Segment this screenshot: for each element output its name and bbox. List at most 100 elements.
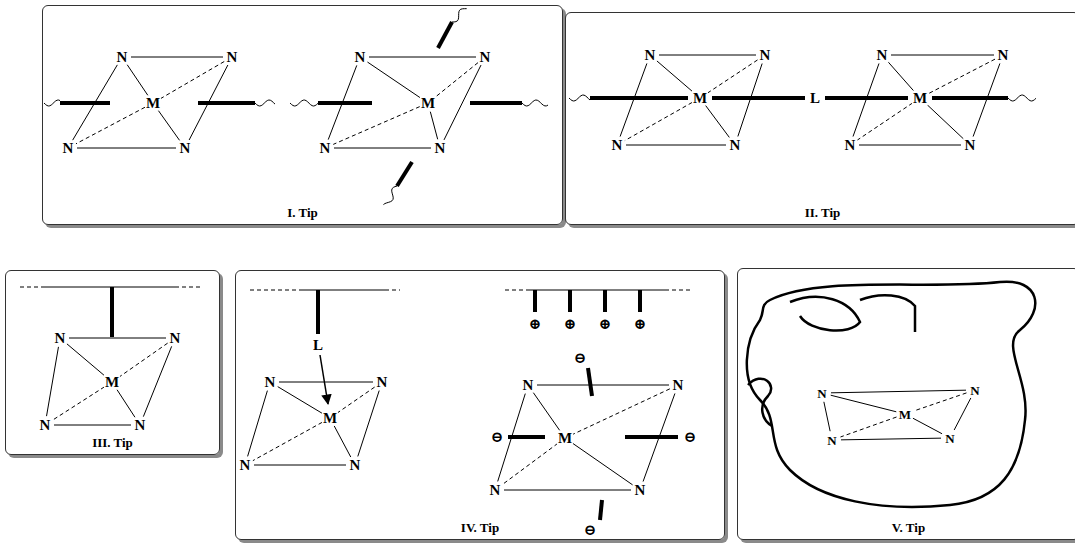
- atom-label: N: [997, 48, 1010, 63]
- coordination-bond: [840, 417, 896, 437]
- ring-edge: [659, 55, 756, 56]
- coordination-bond: [333, 107, 420, 145]
- ring-edge: [117, 390, 135, 418]
- atom-label: M: [322, 411, 338, 426]
- atom-label: N: [134, 418, 147, 433]
- atom-label: N: [479, 50, 492, 65]
- atom-label: N: [354, 50, 367, 65]
- ring-edge: [254, 465, 346, 466]
- atom-label: N: [54, 331, 67, 346]
- polymer-chain: [438, 22, 452, 48]
- atom-label: ⊕: [598, 317, 613, 332]
- atom-label: N: [522, 378, 535, 393]
- atom-label: N: [489, 483, 502, 498]
- atom-label: L: [809, 91, 821, 106]
- ring-edge: [954, 398, 971, 430]
- atom-label: N: [319, 141, 332, 156]
- polymer-matrix: [748, 379, 772, 426]
- ring-edge: [131, 57, 223, 58]
- panel-title: II. Tip: [566, 206, 1075, 220]
- atom-label: M: [912, 91, 928, 106]
- ring-edge: [334, 148, 431, 149]
- type-panel: II. Tip: [565, 12, 1075, 225]
- coordination-bond: [76, 107, 145, 144]
- ring-edge: [77, 148, 176, 149]
- atom-label: N: [944, 432, 955, 445]
- panel-title: V. Tip: [738, 521, 1075, 535]
- polymer-backbone: [250, 290, 300, 291]
- polymer-backbone: [530, 290, 665, 291]
- atom-label: N: [634, 483, 647, 498]
- atom-label: ⊖: [683, 430, 698, 445]
- atom-label: N: [179, 141, 192, 156]
- atom-label: M: [898, 408, 912, 421]
- ring-edge: [824, 402, 830, 431]
- coordination-bond: [337, 387, 374, 413]
- ring-edge: [831, 395, 897, 412]
- polymer-chain: [825, 96, 908, 100]
- polymer-matrix: [860, 295, 915, 332]
- atom-label: ⊕: [633, 317, 648, 332]
- atom-label: ⊖: [573, 351, 588, 366]
- panel-title: III. Tip: [6, 436, 219, 450]
- wavy-chain: [522, 100, 548, 106]
- atom-label: M: [420, 96, 436, 111]
- polymer-backbone: [175, 287, 200, 288]
- atom-label: M: [145, 96, 161, 111]
- polymer-backbone: [505, 290, 530, 291]
- coordination-bond: [502, 443, 558, 484]
- polymer-matrix: [790, 297, 860, 331]
- ring-edge: [369, 57, 476, 58]
- polymer-backbone: [20, 287, 45, 288]
- atom-label: N: [759, 48, 772, 63]
- atom-label: N: [39, 418, 52, 433]
- cation-site: [638, 290, 642, 312]
- anion-arm: [600, 500, 602, 520]
- ring-edge: [657, 61, 693, 92]
- coordination-bond: [573, 389, 670, 434]
- cation-site: [533, 290, 537, 312]
- coordination-bond: [625, 102, 692, 140]
- atom-label: N: [729, 138, 742, 153]
- wavy-chain: [383, 186, 397, 205]
- ring-edge: [913, 418, 942, 434]
- type-panel: IV. Tip: [235, 270, 725, 540]
- polymer-matrix: [747, 282, 1035, 507]
- atom-label: ⊖: [490, 430, 505, 445]
- atom-label: N: [169, 331, 182, 346]
- pendant-chain: [316, 290, 320, 334]
- type-panel: III. Tip: [5, 270, 220, 455]
- ring-edge: [47, 347, 59, 416]
- cation-site: [568, 290, 572, 312]
- ring-edge: [54, 425, 131, 426]
- pendant-chain: [110, 287, 114, 337]
- wavy-chain: [255, 100, 275, 106]
- polymer-chain: [318, 101, 372, 105]
- ring-edge: [504, 490, 631, 491]
- coordination-bond: [435, 63, 478, 98]
- type-panel: V. Tip: [737, 268, 1075, 540]
- atom-label: N: [964, 138, 977, 153]
- ring-edge: [127, 64, 148, 95]
- atom-label: N: [611, 138, 624, 153]
- wavy-chain: [44, 100, 60, 106]
- polymer-chain: [932, 96, 1008, 100]
- atom-label: N: [434, 141, 447, 156]
- panel-title: IV. Tip: [236, 521, 724, 535]
- ring-edge: [67, 344, 105, 376]
- polymer-chain: [397, 162, 412, 186]
- anion-arm: [508, 435, 545, 439]
- ring-edge: [572, 443, 632, 485]
- ring-edge: [334, 426, 351, 457]
- atom-label: M: [557, 431, 573, 446]
- ring-edge: [888, 62, 914, 92]
- ring-edge: [430, 112, 437, 140]
- ring-edge: [831, 390, 966, 393]
- atom-label: ⊖: [583, 523, 598, 538]
- anion-arm: [588, 368, 592, 396]
- ring-edge: [533, 392, 560, 430]
- atom-label: N: [376, 375, 389, 390]
- coordination-bond: [253, 422, 322, 460]
